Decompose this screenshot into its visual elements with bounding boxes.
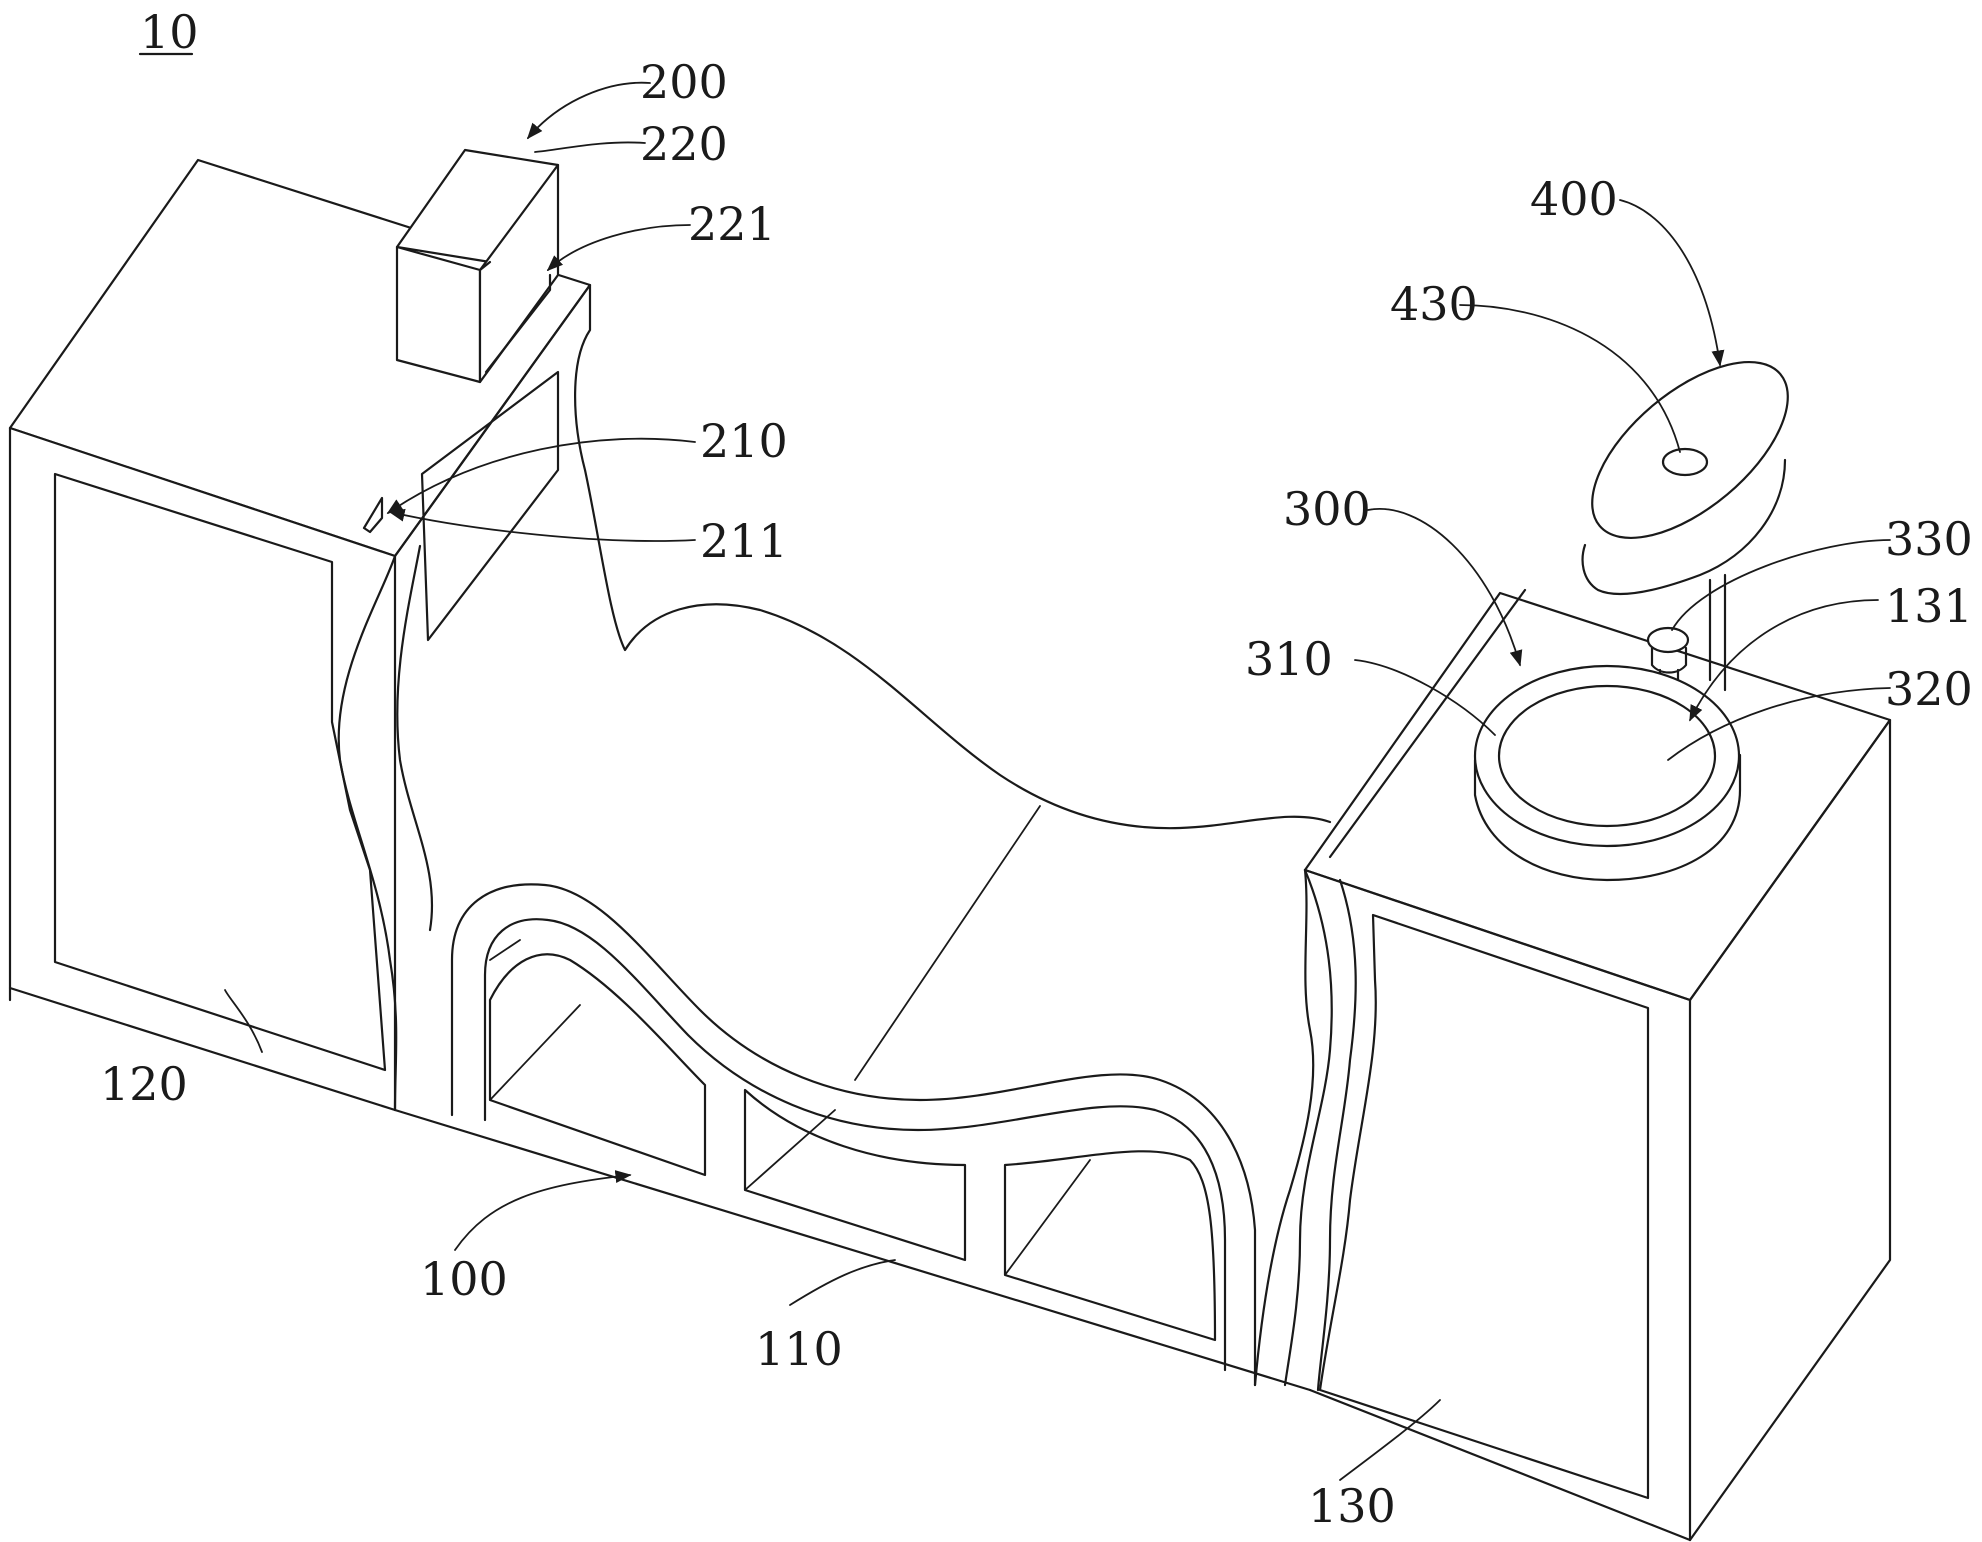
label-430: 430 <box>1390 277 1478 331</box>
label-211: 211 <box>700 514 788 568</box>
label-310: 310 <box>1245 632 1333 686</box>
label-100: 100 <box>420 1252 508 1306</box>
label-330: 330 <box>1885 512 1973 566</box>
label-200: 200 <box>640 55 728 109</box>
label-300: 300 <box>1283 482 1371 536</box>
label-220: 220 <box>640 117 728 171</box>
left-pillar-120 <box>10 160 700 1110</box>
label-221: 221 <box>688 197 776 251</box>
label-130: 130 <box>1308 1479 1396 1533</box>
label-110: 110 <box>755 1322 843 1376</box>
figure-number-text: 10 <box>140 5 199 59</box>
base-assembly <box>10 160 1890 1540</box>
label-400: 400 <box>1530 172 1618 226</box>
label-131: 131 <box>1885 579 1973 633</box>
figure-number: 10 <box>140 5 199 59</box>
label-120: 120 <box>100 1057 188 1111</box>
label-210: 210 <box>700 414 788 468</box>
label-320: 320 <box>1885 662 1973 716</box>
